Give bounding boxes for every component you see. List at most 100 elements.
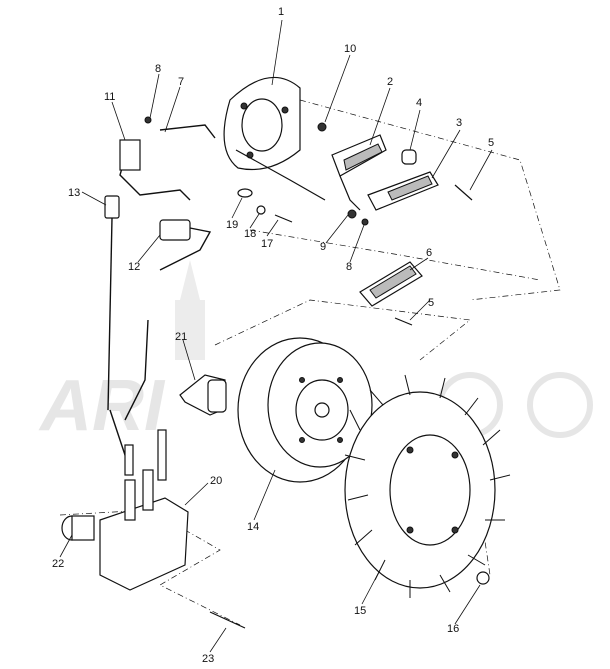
assembly-line-flywheel [214,299,471,361]
leader-9 [325,214,349,244]
callout-labels: 1 2 3 4 5 5 6 7 8 8 9 10 11 12 13 14 15 … [52,6,494,665]
ignition-coil-post-2 [142,469,154,511]
callout-18: 18 [244,228,256,240]
ignition-coil-post-3 [157,429,167,481]
ignition-coil-post-1 [124,479,136,521]
fan-bolt-4 [451,526,459,534]
cap-lead [124,319,149,421]
leader-8b [349,224,365,263]
screw-5-lower [394,317,413,326]
stator-plate-hole [241,98,283,152]
callout-16: 16 [447,623,459,635]
charge-coil-winding [387,175,433,201]
leader-20 [184,482,209,506]
leader-18 [249,213,260,229]
leader-5b [409,299,431,321]
screw-17 [274,214,293,223]
callout-3: 3 [456,117,462,129]
flywheel [237,337,373,483]
callout-5-lower: 5 [428,297,434,309]
screw-8-lower [361,218,369,226]
cooling-fan [344,374,511,598]
callout-13: 13 [68,187,80,199]
screw-16 [476,571,490,585]
leader-16 [454,584,481,625]
stator-plate [223,76,326,201]
assembly-line-cdi [59,509,241,626]
pulser-coil-bracket [339,175,361,211]
leader-15 [361,569,381,605]
leader-22 [59,534,73,558]
callout-11: 11 [104,91,115,103]
fan-fins [344,374,511,598]
spark-plug-cap [179,374,227,416]
regulator-12 [159,219,191,241]
callout-20: 20 [210,475,222,487]
spark-plug-cap-boot [207,379,227,413]
leader-5a [469,149,493,191]
callout-1: 1 [278,6,284,18]
ignition-coil-body [99,497,189,591]
assembly-line-top [299,99,561,301]
watermark-wheel [527,372,593,438]
stator-rod [235,149,326,201]
leader-8a [149,73,160,119]
callout-23: 23 [202,653,214,665]
leader-19 [231,197,243,219]
leader-2 [369,87,391,146]
plug-cap-barrel [71,515,95,541]
callout-17: 17 [261,238,273,250]
leader-14 [253,469,276,521]
callout-7: 7 [178,76,184,88]
leader-1 [271,19,283,86]
ignition-coil-post-4 [124,444,134,476]
pulser-coil [331,134,387,211]
callout-5-upper: 5 [488,137,494,149]
spacer [401,149,417,165]
callout-21: 21 [175,331,187,343]
fan-inner-ring [389,434,471,546]
leader-17 [266,219,279,237]
callout-22: 22 [52,558,64,570]
fan-bolt-3 [406,526,414,534]
watermark-castle [175,260,205,360]
screw-5-upper [454,184,473,201]
assembly-line-mid [249,229,541,281]
callout-15: 15 [354,605,366,617]
clamp-10 [317,122,327,132]
plug-cap [61,515,95,541]
leader-7 [164,86,181,133]
stator-plate-screw-2 [281,106,289,114]
clip-9 [347,209,357,219]
leader-12 [137,234,161,263]
leader-21 [182,339,196,381]
washer-19 [237,188,253,198]
flywheel-center [314,402,330,418]
leader-13 [81,191,107,206]
wiring-harness [104,124,216,471]
flywheel-bolt-2 [337,377,343,383]
fan-bolt-1 [406,446,414,454]
screw-8-upper [144,116,152,124]
pulser-coil-winding [343,143,383,171]
harness-down [107,217,113,411]
bolt-23 [209,611,246,629]
leader-23 [209,627,227,653]
regulator-lead [159,227,212,271]
flywheel-bolt-1 [299,377,305,383]
leader-10 [324,54,351,123]
leader-4 [409,109,421,151]
fan-bolt-2 [451,451,459,459]
callout-8-upper: 8 [155,63,161,75]
fan-fin-lines [344,374,511,598]
ignition-coil [99,429,189,591]
callout-10: 10 [344,43,356,55]
callout-2: 2 [387,76,393,88]
callout-4: 4 [416,97,422,109]
connector-13 [104,195,120,219]
callout-19: 19 [226,219,238,231]
flywheel-bolt-3 [299,437,305,443]
callout-8-lower: 8 [346,261,352,273]
watermark-text: ARI [38,366,166,446]
flywheel-bolt-4 [337,437,343,443]
